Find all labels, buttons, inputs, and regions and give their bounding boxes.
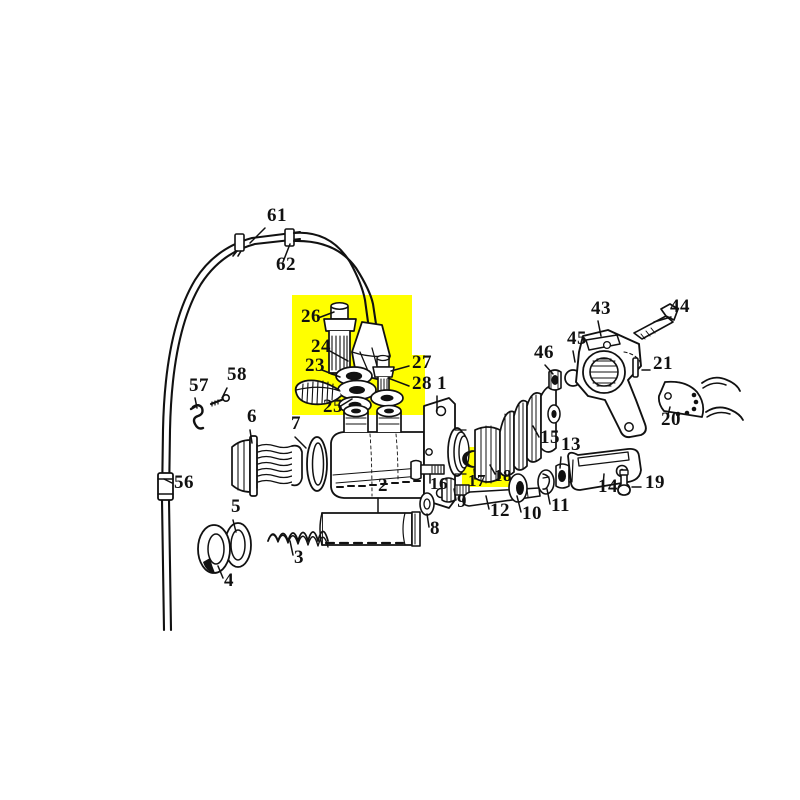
leader-9 [453,488,457,501]
part-5-washer [224,522,252,568]
linework-layer [157,228,744,632]
leader-5 [232,519,237,533]
callout-19: 19 [645,472,665,493]
callout-11: 11 [551,495,570,516]
part-11-split-pin [537,469,555,495]
leader-57 [194,397,198,409]
leader-12 [485,495,490,510]
leader-20 [666,406,671,420]
leader-44 [653,316,672,323]
callout-46: 46 [534,342,554,363]
leader-58 [221,387,228,399]
part-56-cable-clamp [157,472,174,501]
leader-8 [426,513,430,528]
part-16-bolt [410,459,445,481]
callout-16: 16 [430,474,448,493]
part-21-roll-pin [632,357,639,378]
part-23-banjo-fitting [294,379,377,406]
leader-18 [489,464,496,475]
callout-62: 62 [276,254,296,275]
callout-5: 5 [231,496,241,517]
callout-25: 25 [323,396,343,417]
part-15-rubber-boot [474,385,561,484]
leader-lines [163,227,672,579]
callout-1: 1 [437,373,447,394]
leader-4 [217,565,224,579]
leader-45 [572,350,576,363]
part-6-gland-nut [231,435,303,497]
leader-26 [317,311,335,319]
leader-61 [249,227,266,244]
callout-56: 56 [174,472,194,493]
part-19-pin [617,469,631,496]
callout-4: 4 [224,570,234,591]
leader-24 [327,349,349,362]
callout-26: 26 [301,306,321,327]
part-62-ferrule-left [232,233,245,257]
leader-14 [602,473,605,487]
leader-13 [559,456,562,469]
callout-23: 23 [305,355,325,376]
leader-25 [338,398,353,408]
part-7-sealing-ring [306,436,328,492]
callout-61: 61 [267,205,287,226]
callout-45: 45 [567,328,587,349]
leader-10 [516,495,522,513]
callout-24: 24 [311,336,331,357]
part-28-washer [370,389,404,407]
callout-18: 18 [494,466,512,485]
callout-8: 8 [430,518,440,539]
part-44-pinch-bolt [633,303,679,340]
leader-62 [282,243,291,263]
part-4-seal-cup [197,524,231,574]
leader-11 [546,488,551,505]
leader-56 [163,478,173,484]
callout-17: 17 [468,471,486,490]
callout-21: 21 [653,353,673,374]
leader-3 [289,540,294,556]
part-8-washer [419,492,435,516]
callout-labels: 61 62 26 24 23 25 27 28 57 58 56 6 7 5 4… [174,205,690,591]
callout-28: 28 [412,373,432,394]
leader-27 [390,365,410,372]
leader-6 [249,429,253,444]
leader-28 [387,377,410,387]
part-9-nut [441,477,470,503]
callout-9: 9 [457,491,467,512]
part-26-banjo-bolt [323,302,357,377]
callout-20: 20 [661,409,681,430]
callout-43: 43 [591,298,611,319]
part-3-spring [267,530,329,548]
callout-12: 12 [490,500,510,521]
leader-7 [294,436,307,449]
callout-57: 57 [189,375,209,396]
callout-58: 58 [227,364,247,385]
leader-43 [597,320,602,337]
part-58-screw [209,393,231,407]
callout-10: 10 [522,503,542,524]
part-57-clip [189,404,205,430]
callout-2: 2 [378,475,388,496]
callout-6: 6 [247,406,257,427]
callout-15: 15 [540,427,560,448]
part-46-nut [548,369,562,391]
part-43-cross-shaft-lever [575,329,647,439]
leader-17 [473,468,476,480]
leader-23 [321,369,341,378]
callout-14: 14 [598,476,618,497]
callout-3: 3 [294,547,304,568]
callout-13: 13 [561,434,581,455]
part-2-piston [319,511,421,547]
callout-7: 7 [291,413,301,434]
leader-15 [532,425,540,438]
leader-46 [544,364,554,375]
callout-27: 27 [412,352,432,373]
callout-44: 44 [670,296,690,317]
